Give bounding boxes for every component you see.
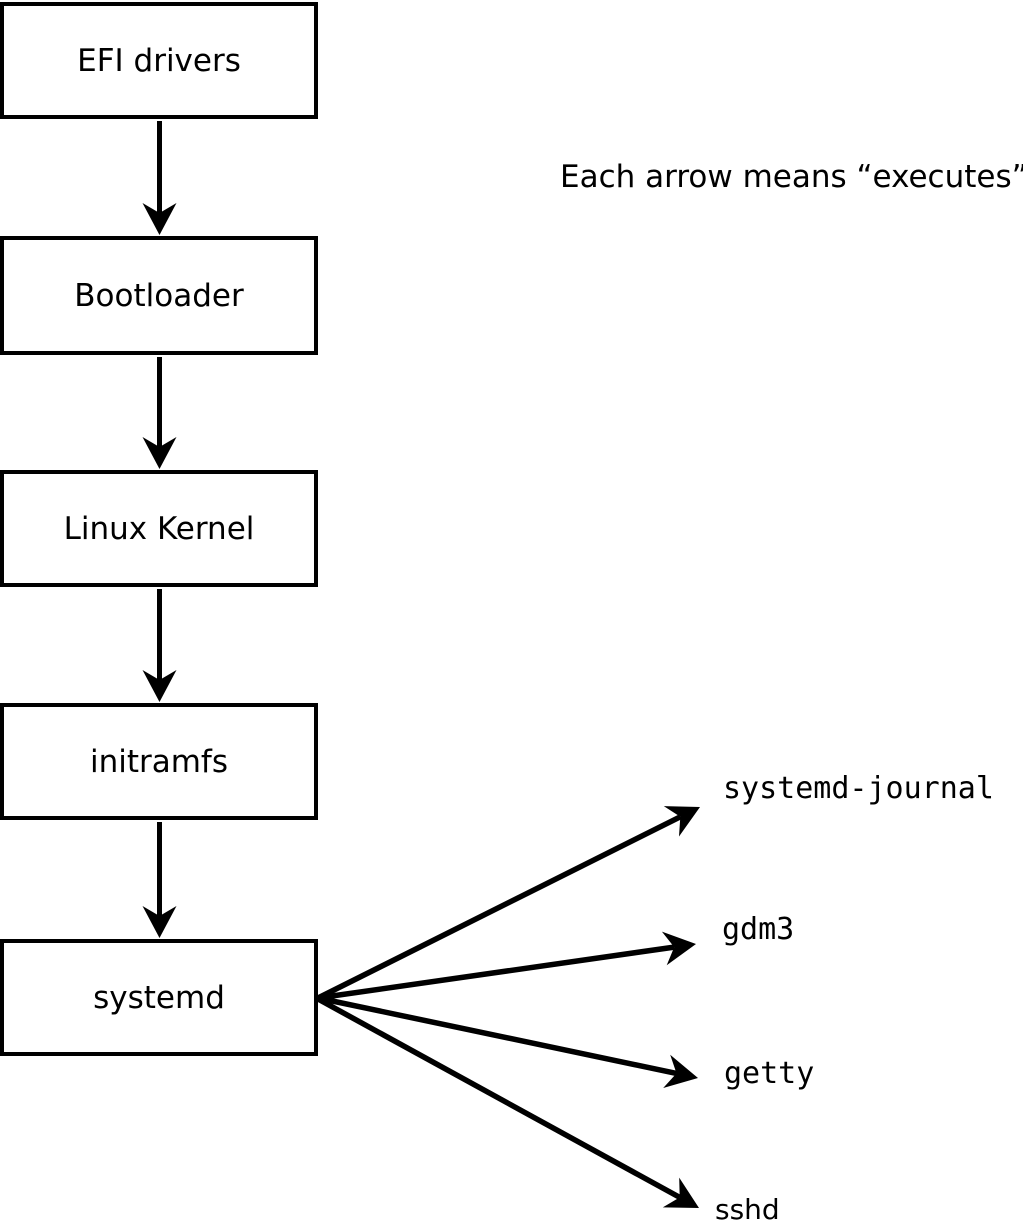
arrow-systemd-to-journal [316, 806, 700, 1001]
node-initramfs: initramfs [0, 703, 318, 820]
arrow-systemd-to-getty [317, 995, 698, 1088]
node-linux-kernel: Linux Kernel [0, 470, 318, 587]
annotation-arrow-meaning: Each arrow means “executes”. [560, 159, 1023, 195]
label-systemd-journal: systemd-journal [723, 771, 994, 806]
node-systemd-label: systemd [93, 979, 225, 1016]
label-getty: getty [724, 1056, 815, 1091]
label-sshd: sshd [715, 1193, 780, 1226]
node-efi-drivers-label: EFI drivers [77, 42, 241, 79]
arrow-bootloader-to-kernel [142, 357, 177, 469]
node-initramfs-label: initramfs [89, 743, 229, 780]
node-bootloader: Bootloader [0, 236, 318, 355]
label-gdm3: gdm3 [722, 912, 795, 947]
node-bootloader-label: Bootloader [74, 277, 244, 314]
arrow-kernel-to-initramfs [142, 589, 177, 702]
arrow-systemd-to-gdm3 [317, 931, 696, 1001]
node-systemd: systemd [0, 939, 318, 1056]
node-linux-kernel-label: Linux Kernel [63, 510, 255, 547]
arrow-initramfs-to-systemd [142, 822, 177, 938]
node-efi-drivers: EFI drivers [0, 2, 318, 119]
arrow-systemd-to-sshd [316, 996, 699, 1208]
arrow-efi-to-bootloader [142, 121, 177, 235]
